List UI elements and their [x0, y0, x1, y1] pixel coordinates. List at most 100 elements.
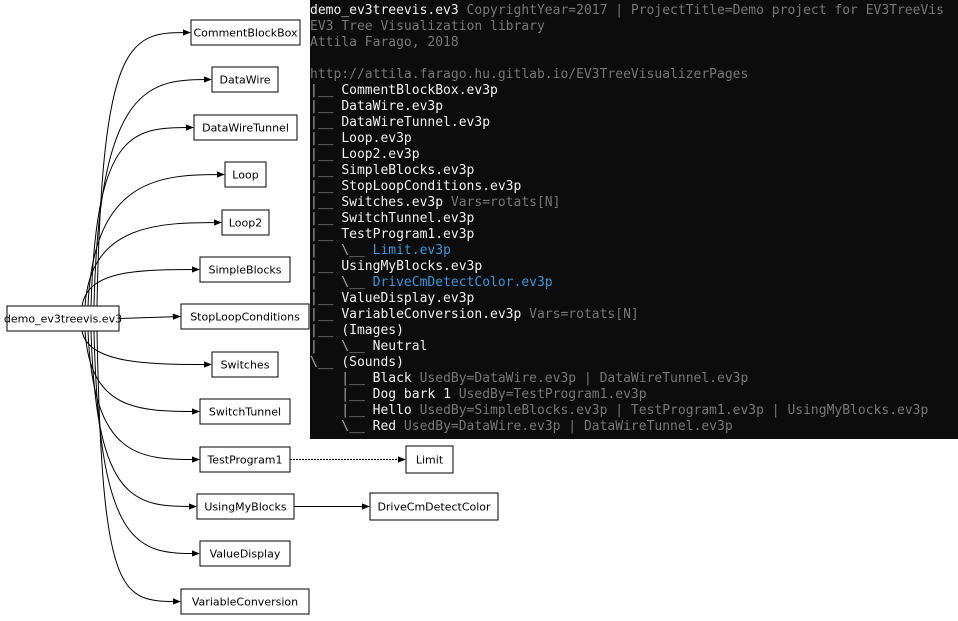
terminal-text: |__	[310, 403, 373, 418]
terminal-line: |__ Switches.ev3p Vars=rotats[N]	[310, 195, 958, 211]
node-label: CommentBlockBox	[193, 27, 298, 40]
terminal-line: |__ Dog bark 1 UsedBy=TestProgram1.ev3p	[310, 387, 958, 403]
node-label: VariableConversion	[192, 596, 298, 609]
node-box	[190, 19, 301, 46]
terminal-text: SimpleBlocks.ev3p	[341, 163, 475, 178]
node-label: Loop2	[229, 217, 262, 230]
terminal-text: Loop2.ev3p	[341, 147, 420, 162]
terminal-line: \__ (Sounds)	[310, 355, 958, 371]
node-label: ValueDisplay	[210, 548, 281, 561]
node-comment-block-box: CommentBlockBox	[190, 19, 301, 46]
terminal-text: |__	[310, 83, 342, 98]
terminal-line: |__ DataWireTunnel.ev3p	[310, 115, 958, 131]
node-box	[405, 445, 454, 474]
terminal-text: Vars=rotats[N]	[443, 195, 561, 210]
node-loop2: Loop2	[221, 209, 270, 236]
terminal-text: \__	[310, 355, 342, 370]
terminal-text: SwitchTunnel.ev3p	[341, 211, 475, 226]
terminal-text: |__	[310, 99, 342, 114]
terminal-line: |__ DataWire.ev3p	[310, 99, 958, 115]
terminal-text: |__	[310, 371, 373, 386]
node-switches: Switches	[211, 351, 279, 378]
terminal-text: Red	[372, 419, 397, 434]
node-label: Switches	[221, 359, 270, 372]
terminal-text: |__	[310, 163, 342, 178]
terminal-line	[310, 51, 958, 67]
terminal-text: |__	[310, 131, 342, 146]
terminal-line: demo_ev3treevis.ev3 CopyrightYear=2017 |…	[310, 3, 958, 19]
terminal-line: http://attila.farago.hu.gitlab.io/EV3Tre…	[310, 67, 958, 83]
terminal-line: |__ ValueDisplay.ev3p	[310, 291, 958, 307]
terminal-line: |__ Loop2.ev3p	[310, 147, 958, 163]
terminal-text: |__	[310, 147, 342, 162]
edge-root-to-data-wire-tunnel	[90, 124, 194, 307]
terminal-text: \__	[310, 419, 373, 434]
node-drive-cm-detect-color: DriveCmDetectColor	[369, 492, 499, 521]
terminal-text: |__	[310, 387, 373, 402]
edge-root-to-stop-loop-conditions	[118, 313, 181, 320]
terminal-text: DataWireTunnel.ev3p	[341, 115, 491, 130]
node-box	[211, 66, 279, 93]
terminal-text: Hello	[372, 403, 412, 418]
edge-root-to-switches	[81, 330, 212, 368]
terminal-text: Switches.ev3p	[341, 195, 444, 210]
node-data-wire-tunnel: DataWireTunnel	[193, 114, 298, 141]
terminal-line: | \__ DriveCmDetectColor.ev3p	[310, 275, 958, 291]
terminal-text: |__	[310, 211, 342, 226]
terminal-text: |__	[310, 179, 342, 194]
edge-root-to-using-my-blocks	[90, 330, 197, 510]
terminal-line: | \__ Neutral	[310, 339, 958, 355]
terminal-text: UsingMyBlocks.ev3p	[341, 259, 483, 274]
node-label: UsingMyBlocks	[204, 501, 287, 514]
terminal-text: UsedBy=SimpleBlocks.ev3p | TestProgram1.…	[411, 403, 929, 418]
node-box	[180, 588, 310, 615]
terminal-line: |__ TestProgram1.ev3p	[310, 227, 958, 243]
node-label: TestProgram1	[206, 454, 282, 467]
node-box	[221, 209, 270, 236]
terminal-text: EV3 Tree Visualization library	[310, 19, 545, 34]
node-variable-conversion: VariableConversion	[180, 588, 310, 615]
terminal-line: |__ Black UsedBy=DataWire.ev3p | DataWir…	[310, 371, 958, 387]
terminal-text: VariableConversion.ev3p	[341, 307, 522, 322]
terminal-text: TestProgram1.ev3p	[341, 227, 475, 242]
terminal-text: | \__	[310, 275, 373, 290]
edge-root-to-switch-tunnel	[84, 330, 200, 415]
terminal-line: |__ StopLoopConditions.ev3p	[310, 179, 958, 195]
edge-root-to-simple-blocks	[81, 266, 200, 307]
terminal-text: |__	[310, 291, 342, 306]
node-data-wire: DataWire	[211, 66, 279, 93]
edge-root-to-loop2	[84, 219, 222, 307]
terminal-text: Loop.ev3p	[341, 131, 412, 146]
node-box	[224, 161, 267, 188]
node-label: Loop	[232, 169, 258, 182]
terminal-text: Limit.ev3p	[372, 243, 451, 258]
terminal-text: Black	[372, 371, 412, 386]
terminal-text: |__	[310, 195, 342, 210]
terminal-line: |__ Hello UsedBy=SimpleBlocks.ev3p | Tes…	[310, 403, 958, 419]
terminal-line: |__ Loop.ev3p	[310, 131, 958, 147]
terminal-text: | \__	[310, 339, 373, 354]
terminal-text: Neutral	[372, 339, 428, 354]
edge-root-to-variable-conversion	[96, 330, 181, 605]
terminal-line: |__ SimpleBlocks.ev3p	[310, 163, 958, 179]
terminal-line: |__ (Images)	[310, 323, 958, 339]
node-label: SwitchTunnel	[209, 406, 281, 419]
edge-root-to-test-program1	[87, 330, 200, 463]
edge-root-to-data-wire	[93, 76, 212, 307]
node-stop-loop-conditions: StopLoopConditions	[180, 303, 310, 330]
terminal-line: |__ VariableConversion.ev3p Vars=rotats[…	[310, 307, 958, 323]
terminal-text: Attila Farago, 2018	[310, 35, 459, 50]
terminal-text: CommentBlockBox.ev3p	[341, 83, 498, 98]
node-simple-blocks: SimpleBlocks	[199, 256, 291, 283]
node-box	[180, 303, 310, 330]
edge-root-to-value-display	[93, 330, 200, 557]
terminal-text: |__	[310, 307, 342, 322]
node-value-display: ValueDisplay	[199, 540, 291, 567]
terminal-line: \__ Red UsedBy=DataWire.ev3p | DataWireT…	[310, 419, 958, 435]
node-box	[199, 398, 291, 425]
terminal-line: |__ CommentBlockBox.ev3p	[310, 83, 958, 99]
terminal-text: CopyrightYear=2017 | ProjectTitle=Demo p…	[458, 3, 944, 18]
node-demo-ev3treevis-ev3: demo_ev3treevis.ev3	[4, 305, 122, 332]
terminal-text: UsedBy=TestProgram1.ev3p	[450, 387, 647, 402]
terminal-text: |__	[310, 227, 342, 242]
